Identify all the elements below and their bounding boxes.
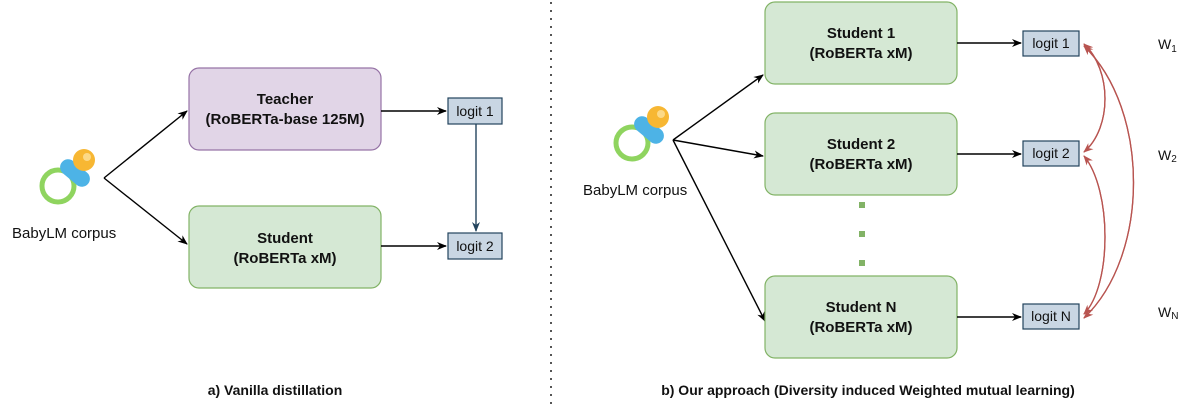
- corpus-label-right: BabyLM corpus: [583, 182, 687, 199]
- student2-box: Student 2 (RoBERTa xM): [764, 112, 958, 196]
- student-model: (RoBERTa xM): [233, 250, 336, 267]
- arrow-corpus-to-student2: [672, 139, 764, 159]
- arrow-corpus-to-studentN: [672, 139, 766, 322]
- student2-title: Student 2: [827, 136, 895, 153]
- student1-title: Student 1: [827, 25, 895, 42]
- left-panel: BabyLM corpus Teacher (RoBERTa-base 125M…: [12, 67, 503, 398]
- right-caption: b) Our approach (Diversity induced Weigh…: [661, 382, 1075, 398]
- logit2-label-right: logit 2: [1032, 145, 1070, 161]
- right-panel: BabyLM corpus Student 1 (RoBERTa xM) Stu…: [583, 1, 1178, 398]
- left-caption: a) Vanilla distillation: [208, 382, 343, 398]
- logit1-label: logit 1: [456, 103, 494, 119]
- student-title: Student: [257, 230, 313, 247]
- arrow-corpus-to-teacher: [103, 110, 188, 179]
- studentN-box: Student N (RoBERTa xM): [764, 275, 958, 359]
- teacher-title: Teacher: [257, 91, 314, 108]
- logit1-box: logit 1: [447, 97, 503, 125]
- weight-wn: WN: [1158, 304, 1178, 322]
- studentN-title: Student N: [826, 299, 897, 316]
- logit1-box-right: logit 1: [1022, 30, 1080, 57]
- weight-w1: W1: [1158, 36, 1177, 55]
- teacher-box: Teacher (RoBERTa-base 125M): [188, 67, 382, 151]
- teacher-model: (RoBERTa-base 125M): [206, 111, 365, 128]
- arrow-corpus-to-student: [103, 177, 188, 245]
- student2-model: (RoBERTa xM): [809, 156, 912, 173]
- mutual-learning-arrows: [1083, 43, 1135, 319]
- pacifier-icon: [613, 106, 669, 162]
- studentN-model: (RoBERTa xM): [809, 319, 912, 336]
- student1-model: (RoBERTa xM): [809, 45, 912, 62]
- corpus-label: BabyLM corpus: [12, 225, 116, 242]
- logitN-box-right: logit N: [1022, 303, 1080, 330]
- student-box: Student (RoBERTa xM): [188, 205, 382, 289]
- ellipsis-dots: [859, 202, 865, 266]
- logit2-label: logit 2: [456, 238, 494, 254]
- student1-box: Student 1 (RoBERTa xM): [764, 1, 958, 85]
- arrow-corpus-to-student1: [672, 74, 764, 141]
- logit2-box-right: logit 2: [1022, 140, 1080, 167]
- logit1-label-right: logit 1: [1032, 35, 1070, 51]
- logitN-label-right: logit N: [1031, 308, 1071, 324]
- logit2-box: logit 2: [447, 232, 503, 260]
- weight-w2: W2: [1158, 147, 1177, 165]
- pacifier-icon: [39, 149, 95, 205]
